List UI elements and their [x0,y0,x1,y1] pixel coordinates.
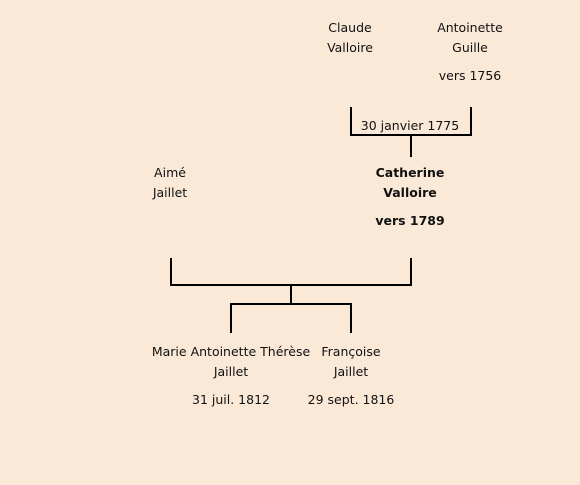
father-aime-jaillet[interactable]: Aimé Jaillet [80,163,260,203]
grandparents-marriage-date: 30 janvier 1775 [360,118,460,133]
grandmother-last-name: Guille [452,40,488,55]
mother-first-name: Catherine [375,165,445,180]
child-2-first-name: Françoise [321,344,381,359]
child-1-first-name: Marie Antoinette Thérèse [151,344,311,359]
grandmother-antoinette-guille[interactable]: Antoinette Guille vers 1756 [380,18,560,86]
mother-birth-date: vers 1789 [375,213,445,228]
child-1-birth-date: 31 juil. 1812 [192,392,270,407]
grandmother-first-name: Antoinette [437,20,503,35]
grandfather-claude-valloire[interactable]: Claude Valloire [260,18,440,58]
father-last-name: Jaillet [152,185,188,200]
child-marie-antoinette-therese-jaillet[interactable]: Marie Antoinette Thérèse Jaillet 31 juil… [131,342,331,410]
father-first-name: Aimé [154,165,186,180]
child-2-birth-date: 29 sept. 1816 [307,392,395,407]
grandfather-last-name: Valloire [327,40,373,55]
child-francoise-jaillet[interactable]: Françoise Jaillet 29 sept. 1816 [261,342,441,410]
child-2-last-name: Jaillet [333,364,369,379]
grandfather-first-name: Claude [328,20,372,35]
mother-catherine-valloire[interactable]: Catherine Valloire vers 1789 [320,163,500,231]
grandmother-birth-date: vers 1756 [438,68,502,83]
child-1-last-name: Jaillet [213,364,249,379]
mother-last-name: Valloire [383,185,437,200]
